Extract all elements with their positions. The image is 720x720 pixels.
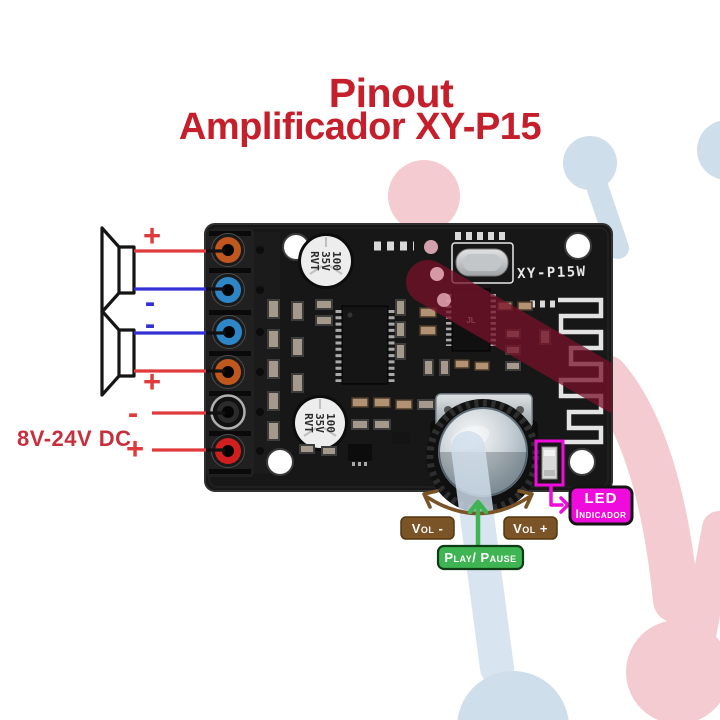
vol-plus-badge: Vol + bbox=[503, 516, 558, 540]
capacitor-top: 100 35V RVT bbox=[298, 233, 354, 289]
terminal-power-plus bbox=[211, 434, 245, 468]
speaker-icon-top bbox=[100, 226, 136, 314]
control-annotations: Vol - Vol + Play/ Pause LED Indicador bbox=[400, 439, 634, 571]
vol-plus-label: Vol + bbox=[513, 521, 548, 536]
page-title-line1: Pinout bbox=[329, 70, 454, 116]
svg-text:100: 100 bbox=[324, 413, 337, 433]
led-highlight-frame bbox=[534, 439, 565, 487]
svg-text:35V: 35V bbox=[313, 413, 326, 433]
terminal-sp2-minus bbox=[212, 315, 246, 349]
wires bbox=[134, 249, 226, 452]
power-plus-label: + bbox=[126, 431, 144, 466]
decor-blue-pin-head bbox=[563, 136, 617, 190]
smd-components bbox=[267, 299, 551, 466]
decor-blue-blob bbox=[457, 671, 569, 720]
decor-pink-node bbox=[388, 160, 460, 232]
sp1-minus-label: - bbox=[145, 284, 155, 319]
power-minus-label: - bbox=[128, 395, 138, 430]
transistor bbox=[348, 444, 372, 461]
led-arrow bbox=[549, 484, 570, 514]
title-block: Pinout Amplificador XY-P15 bbox=[179, 70, 542, 148]
led-badge: LED Indicador bbox=[568, 485, 634, 526]
cap-label-100: 100 bbox=[330, 251, 343, 271]
board-model-label: XY-P15W bbox=[517, 264, 587, 282]
cap-label-rvt: RVT bbox=[308, 251, 321, 271]
page-title-line2: Amplificador XY-P15 bbox=[179, 106, 542, 148]
wiring-diagram: + - - + - + 8V-24V DC bbox=[17, 218, 226, 466]
sp2-minus-label: - bbox=[145, 306, 155, 341]
solder-pads bbox=[374, 232, 556, 308]
decor-blue-circle-edge bbox=[697, 120, 720, 180]
vol-minus-label: Vol - bbox=[412, 521, 444, 536]
decor-pink-ribbon-edge bbox=[682, 511, 720, 653]
led-component bbox=[541, 446, 558, 480]
decor-pink-ribbon bbox=[583, 355, 699, 623]
led-badge-title: LED bbox=[585, 490, 618, 507]
vol-minus-badge: Vol - bbox=[400, 516, 455, 540]
decor-background bbox=[388, 120, 720, 720]
decor-maroon-band bbox=[406, 260, 612, 414]
terminal-sp2-plus bbox=[211, 355, 245, 389]
amplifier-ic bbox=[335, 305, 395, 385]
terminal-block bbox=[206, 229, 264, 477]
speaker-icon-bottom bbox=[100, 309, 136, 397]
sp2-plus-label: + bbox=[143, 364, 161, 399]
terminal-power-minus bbox=[210, 394, 246, 430]
decor-blue-pin-stem bbox=[586, 175, 629, 259]
cap-label-35v: 35V bbox=[319, 251, 332, 271]
decor-pink-blob bbox=[626, 620, 720, 720]
capacitor-bottom: 100 35V RVT bbox=[292, 395, 348, 451]
svg-text:RVT: RVT bbox=[302, 413, 315, 433]
terminal-sp1-minus bbox=[211, 273, 245, 307]
sp1-plus-label: + bbox=[143, 218, 161, 253]
play-pause-label: Play/ Pause bbox=[444, 550, 516, 565]
play-pause-arrow bbox=[467, 499, 489, 548]
led-badge-subtitle: Indicador bbox=[576, 509, 627, 521]
play-pause-badge: Play/ Pause bbox=[436, 544, 525, 571]
crystal-oscillator bbox=[451, 242, 514, 284]
power-voltage-label: 8V-24V DC bbox=[17, 426, 132, 451]
